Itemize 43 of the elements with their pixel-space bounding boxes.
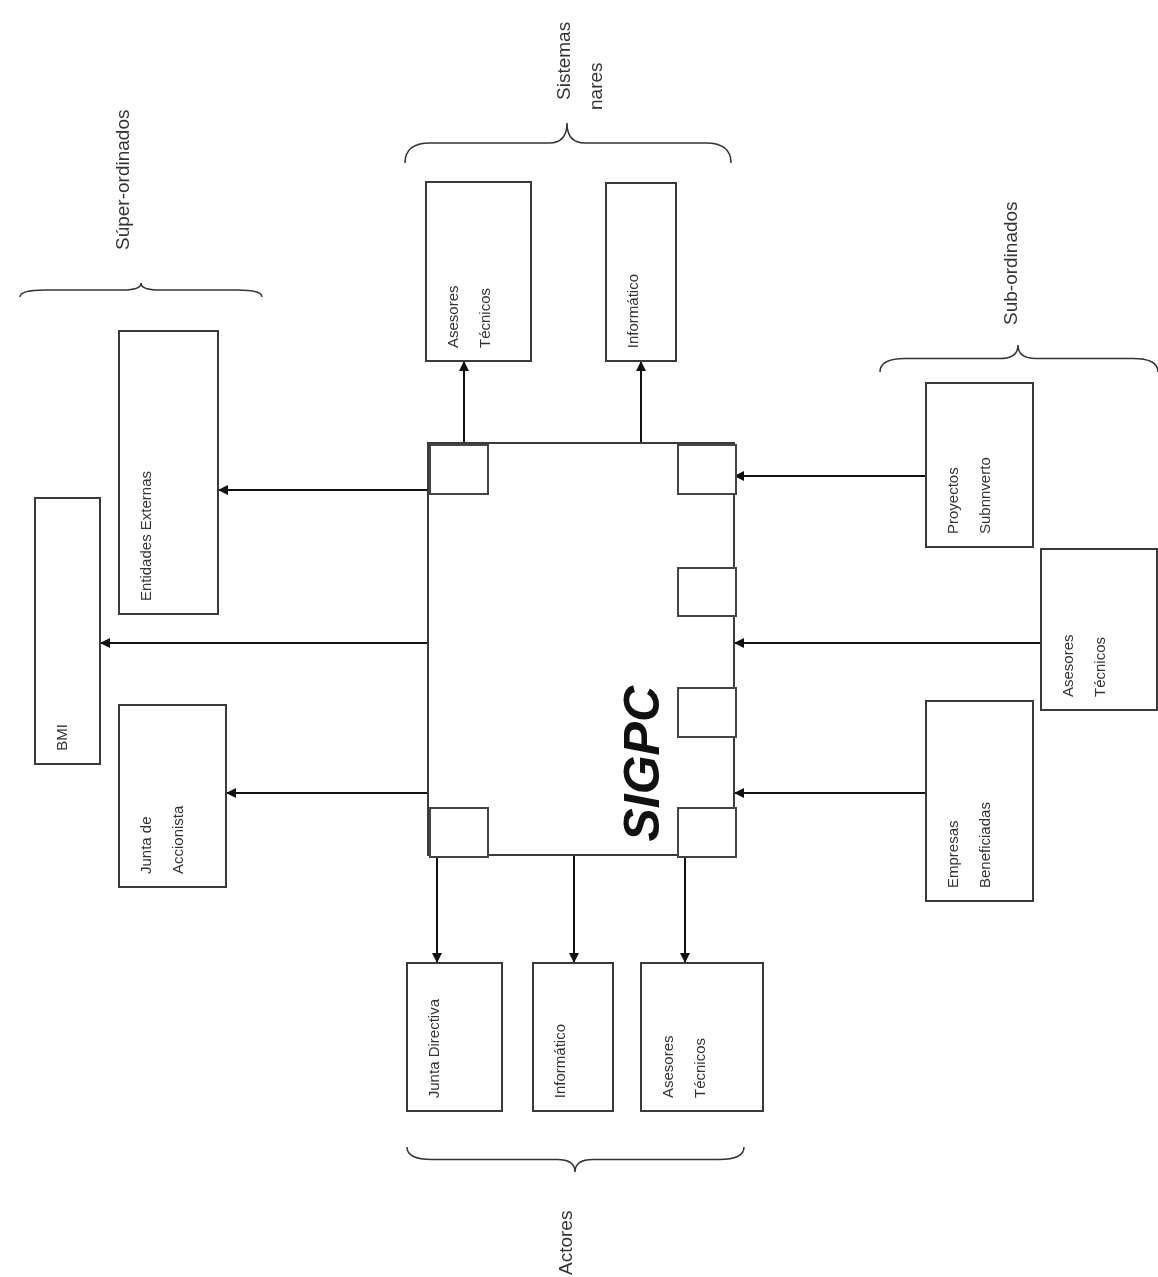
entity-box — [406, 962, 503, 1112]
arrow — [734, 638, 1041, 648]
entity-box — [425, 181, 532, 362]
entity-box — [640, 962, 764, 1112]
system-box — [427, 442, 735, 856]
entity-label: Informático — [623, 273, 642, 348]
entity-label: Informático — [550, 1023, 569, 1098]
group-label: Actores — [555, 1209, 577, 1275]
entity-label: Junta Directiva — [424, 998, 443, 1098]
entity-box — [532, 962, 614, 1112]
arrow — [218, 485, 428, 495]
arrow — [100, 638, 428, 648]
group-label: nares — [585, 61, 607, 110]
arrow — [636, 361, 646, 443]
port-square — [677, 567, 737, 617]
entity-box — [34, 497, 101, 765]
entity-label: Asesores Técnicos — [1058, 633, 1109, 697]
entity-box — [605, 182, 677, 362]
entity-label: Junta de Accionista — [136, 804, 187, 874]
entity-box — [118, 330, 219, 615]
entity-label: Entidades Externas — [136, 470, 155, 601]
system-title: SIGPC — [613, 686, 671, 842]
port-square — [429, 807, 489, 858]
entity-box — [1040, 548, 1158, 711]
port-square — [677, 687, 737, 738]
arrow — [459, 361, 469, 443]
arrow — [226, 788, 428, 798]
group-label: Súper-ordinados — [112, 108, 134, 250]
entity-box — [925, 382, 1034, 548]
entity-label: Asesores Técnicos — [658, 1034, 709, 1098]
entity-box — [925, 700, 1034, 902]
port-square — [677, 807, 737, 858]
group-label: Sistemas — [553, 20, 575, 100]
entity-label: BMI — [52, 724, 71, 751]
port-square — [677, 444, 737, 495]
entity-label: Proyectos Subnnverto — [943, 456, 994, 534]
port-square — [429, 444, 489, 495]
group-label: Sub-ordinados — [1000, 200, 1022, 325]
entity-label: Empresas Beneficiadas — [943, 801, 994, 888]
entity-label: Asesores Técnicos — [443, 284, 494, 348]
arrow — [569, 855, 579, 963]
entity-box — [118, 704, 227, 888]
arrow — [734, 788, 926, 798]
